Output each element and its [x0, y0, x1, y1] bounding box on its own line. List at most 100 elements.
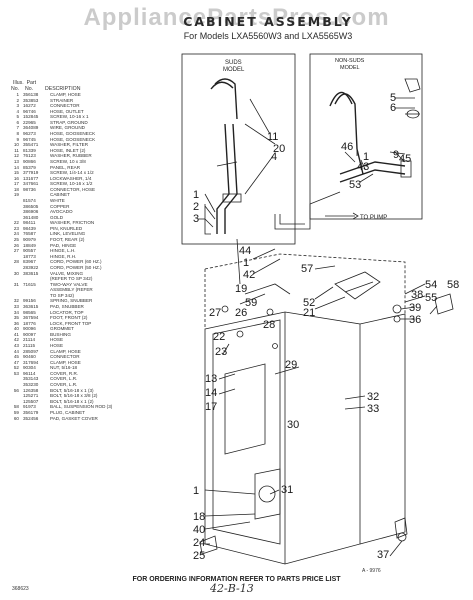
- callout-20: 20: [273, 143, 285, 155]
- part-description: STRAINER: [50, 97, 74, 103]
- part-description: BOLT, 5/16-18 x 1 (3): [50, 387, 94, 393]
- part-description: STRAP, GROUND: [50, 119, 88, 125]
- part-illus-no: 59: [13, 409, 19, 415]
- part-number: 83967: [23, 259, 36, 265]
- front-top-lock: [334, 271, 381, 300]
- part-illus-no: 5: [16, 114, 19, 120]
- callout-55: 55: [425, 292, 437, 304]
- cabinet-assembly-diagram: SUDS MODEL NON-SUDS MODEL TO PUMP: [181, 53, 459, 565]
- callout-18: 18: [193, 511, 205, 523]
- part-description: CABINET: [50, 192, 70, 198]
- callout-1: 1: [193, 189, 199, 201]
- ordering-info: FOR ORDERING INFORMATION REFER TO PARTS …: [132, 576, 341, 583]
- part-number: 353143: [23, 376, 39, 382]
- header-description: DESCRIPTION: [45, 86, 81, 92]
- part-illus-no: 34: [13, 309, 19, 315]
- part-description: SCREW, 10-16 x 1/2: [50, 181, 93, 187]
- part-description: CONNECTOR: [50, 354, 80, 360]
- part-number: 85379: [23, 164, 36, 170]
- part-number: 22965: [23, 119, 36, 125]
- part-description: LINK, LEVELING: [50, 231, 86, 237]
- part-illus-no: 12: [13, 153, 19, 159]
- part-number: 16272: [23, 103, 36, 109]
- part-number: 96273: [23, 131, 36, 137]
- part-number: 99156: [23, 298, 36, 304]
- part-illus-no: 15: [13, 170, 19, 176]
- part-description: PAD, SNUBBER: [50, 303, 84, 309]
- callout-28: 28: [263, 319, 275, 331]
- part-description: HOSE: [50, 337, 64, 343]
- callout-43: 43: [357, 161, 369, 173]
- part-illus-no: 17: [13, 181, 19, 187]
- part-illus-no: 43: [13, 343, 19, 349]
- suds-outlet-hose: [216, 123, 230, 234]
- page-subtitle: For Models LXA5560W3 and LXA5565W3: [183, 31, 353, 41]
- part-description: COVER, L.R.: [50, 376, 78, 382]
- callout-24: 24: [193, 537, 205, 549]
- part-number: 367594: [23, 315, 39, 321]
- callout-25: 25: [193, 550, 205, 562]
- callout-23: 23: [215, 346, 227, 358]
- part-description: PAD, HINGE: [50, 242, 77, 248]
- callout-21: 21: [303, 307, 315, 319]
- part-number: 90979: [23, 237, 36, 243]
- part-description: PANEL, REAR: [50, 164, 81, 170]
- part-number: 363615: [23, 303, 39, 309]
- part-number: 377919: [23, 170, 39, 176]
- nonsuds-label-2: MODEL: [340, 65, 360, 71]
- part-number: 96114: [23, 370, 36, 376]
- part-description: VALVE, MIXING: [50, 270, 84, 276]
- part-description: BALL, SUSPENSION ROD (3): [50, 404, 113, 410]
- callout-27: 27: [209, 307, 221, 319]
- callout-52: 52: [303, 297, 315, 309]
- part-illus-no: 8: [16, 131, 19, 137]
- part-number: 283922: [23, 264, 39, 270]
- header-part: Part: [26, 80, 37, 86]
- part-illus-no: 53: [13, 370, 19, 376]
- part-number: 125271: [23, 393, 39, 399]
- part-illus-no: 30: [13, 270, 19, 276]
- part-number: 76587: [23, 231, 36, 237]
- part-description: CONNECTOR: [50, 103, 80, 109]
- part-illus-no: 22: [13, 220, 19, 226]
- parts-row: 44 285097 CLAMP, HOSE: [11, 349, 103, 355]
- part-illus-no: 44: [13, 348, 19, 354]
- part-number: 98736: [23, 186, 36, 192]
- part-number: 96745: [23, 136, 36, 142]
- part-illus-no: 1: [16, 92, 19, 97]
- part-illus-no: 19: [13, 192, 19, 198]
- part-illus-no: 16: [13, 175, 19, 181]
- part-description: HOSE, OUTLET: [50, 108, 84, 114]
- part-description: LOCATOR, TOP: [50, 309, 84, 315]
- part-description: CLAMP, HOSE: [50, 348, 81, 354]
- part-number: 18776: [23, 320, 36, 326]
- front-foot: [394, 517, 408, 539]
- part-number: 126358: [23, 387, 39, 393]
- part-number: 285097: [23, 348, 39, 354]
- callout-3: 3: [193, 213, 199, 225]
- part-illus-no: 4: [16, 108, 19, 114]
- part-number: 18849: [23, 242, 36, 248]
- nonsuds-model-box: [309, 53, 423, 220]
- part-number: 364089: [23, 125, 39, 131]
- callout-5: 5: [390, 92, 396, 104]
- callout-26: 26: [235, 307, 247, 319]
